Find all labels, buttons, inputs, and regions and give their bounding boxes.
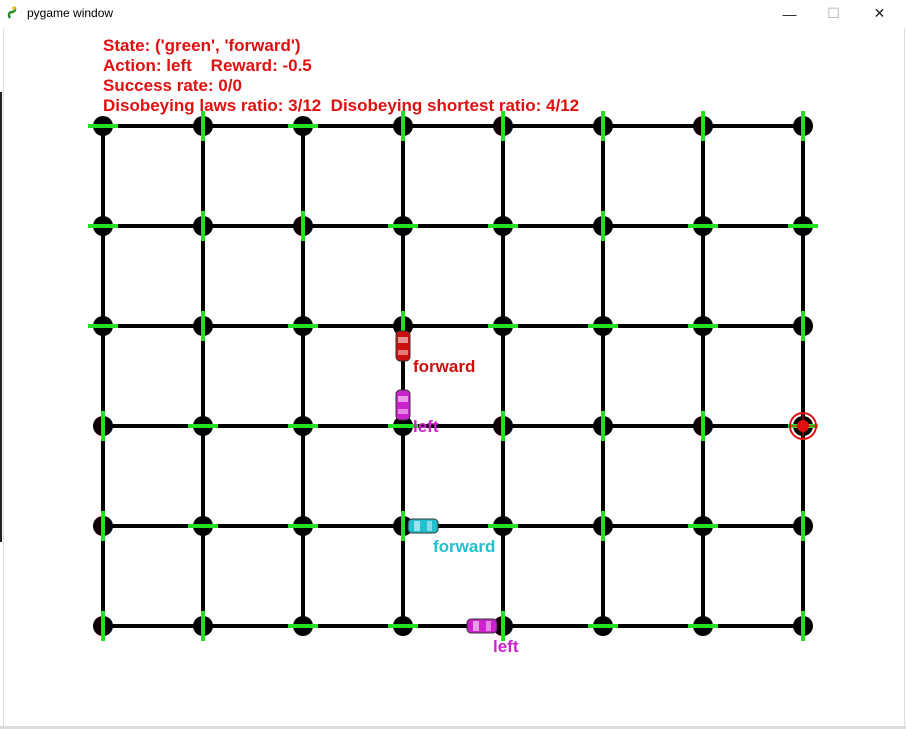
traffic-light-ew xyxy=(88,324,118,328)
traffic-light-ns xyxy=(801,311,805,341)
traffic-light-ns xyxy=(201,111,205,141)
traffic-light-ew xyxy=(588,324,618,328)
traffic-light-ns xyxy=(201,611,205,641)
traffic-light-ns xyxy=(701,411,705,441)
hud-ratios: Disobeying laws ratio: 3/12 Disobeying s… xyxy=(103,96,580,115)
desktop-bottom-edge xyxy=(0,726,906,729)
car-magenta-2 xyxy=(466,618,498,634)
traffic-light-ns xyxy=(101,411,105,441)
traffic-light-ns xyxy=(801,111,805,141)
traffic-light-ew xyxy=(588,624,618,628)
pygame-snake-icon xyxy=(7,6,17,19)
game-canvas[interactable] xyxy=(3,28,905,726)
car-cyan xyxy=(407,518,439,534)
traffic-light-ns xyxy=(601,511,605,541)
close-button[interactable]: ✕ xyxy=(873,5,886,21)
traffic-light-ew xyxy=(288,324,318,328)
minimize-button[interactable]: — xyxy=(782,5,797,22)
traffic-light-ns xyxy=(601,411,605,441)
car-windshield xyxy=(398,396,408,402)
traffic-light-ew xyxy=(388,424,418,428)
traffic-light-ns xyxy=(201,311,205,341)
traffic-light-ns xyxy=(201,211,205,241)
traffic-light-ns xyxy=(401,511,405,541)
maximize-button[interactable]: ☐ xyxy=(827,5,840,21)
car-windshield xyxy=(414,521,420,531)
car-red xyxy=(395,330,411,362)
traffic-light-ew xyxy=(488,324,518,328)
traffic-light-ew xyxy=(188,424,218,428)
traffic-light-ew xyxy=(288,524,318,528)
car-rear-window xyxy=(398,350,408,355)
car-magenta-1 xyxy=(395,389,411,421)
car-rear-window xyxy=(398,409,408,414)
window-titlebar[interactable]: pygame window — ☐ ✕ xyxy=(0,0,906,27)
hud-success-rate: Success rate: 0/0 xyxy=(103,76,242,95)
traffic-light-ew xyxy=(288,624,318,628)
traffic-light-ew xyxy=(388,624,418,628)
traffic-light-ns xyxy=(501,111,505,141)
window-title: pygame window xyxy=(27,6,114,20)
desktop-edge xyxy=(0,92,2,542)
traffic-light-ew xyxy=(688,624,718,628)
traffic-light-ew xyxy=(688,224,718,228)
traffic-light-ns xyxy=(401,111,405,141)
traffic-light-ew xyxy=(388,224,418,228)
traffic-light-ns xyxy=(601,211,605,241)
car-windshield xyxy=(398,337,408,343)
traffic-light-ew xyxy=(188,524,218,528)
car-label-magenta-1: left xyxy=(413,417,439,436)
traffic-light-ew xyxy=(288,424,318,428)
car-rear-window xyxy=(427,521,432,531)
hud-state: State: ('green', 'forward') xyxy=(103,36,301,55)
car-label-red: forward xyxy=(413,357,475,376)
car-label-magenta-2: left xyxy=(493,637,519,656)
car-label-cyan: forward xyxy=(433,537,495,556)
traffic-light-ns xyxy=(601,111,605,141)
traffic-light-ew xyxy=(88,124,118,128)
traffic-light-ew xyxy=(88,224,118,228)
traffic-light-ew xyxy=(688,524,718,528)
car-rear-window xyxy=(486,621,491,631)
traffic-light-ns xyxy=(401,311,405,341)
traffic-light-ns xyxy=(101,611,105,641)
traffic-light-ew xyxy=(488,224,518,228)
traffic-light-ns xyxy=(101,511,105,541)
traffic-light-ns xyxy=(801,511,805,541)
car-windshield xyxy=(473,621,479,631)
traffic-light-ns xyxy=(701,111,705,141)
traffic-light-ns xyxy=(501,611,505,641)
traffic-light-ew xyxy=(488,524,518,528)
traffic-light-ew xyxy=(688,324,718,328)
traffic-light-ns xyxy=(301,211,305,241)
traffic-light-ew xyxy=(288,124,318,128)
traffic-light-ns xyxy=(501,411,505,441)
traffic-light-ew xyxy=(788,224,818,228)
hud-action-reward: Action: left Reward: -0.5 xyxy=(103,56,312,75)
traffic-light-ns xyxy=(801,611,805,641)
